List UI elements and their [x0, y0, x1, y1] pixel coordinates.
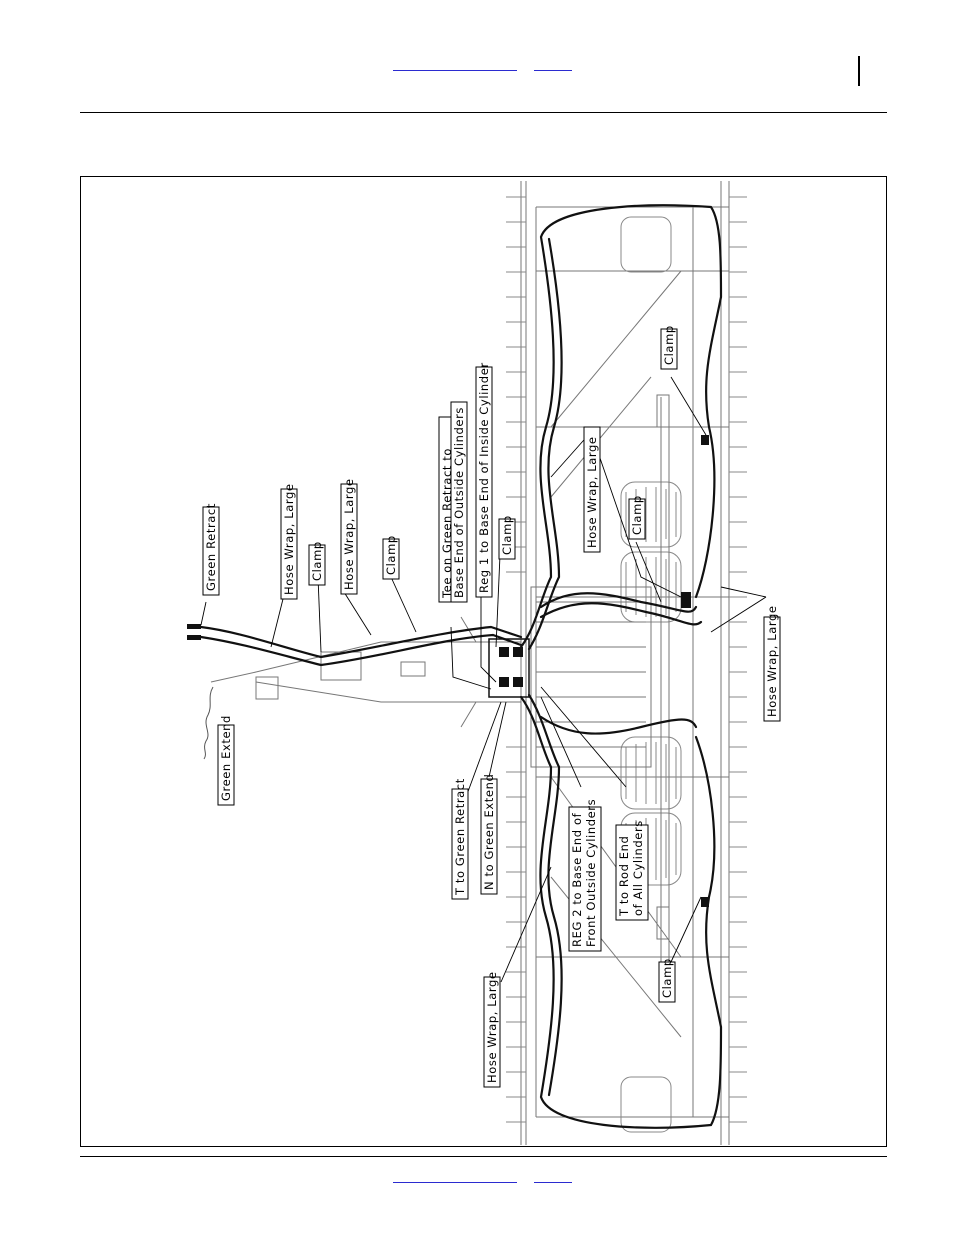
hydraulic-hose-routing-figure: Green Retract Green Extend Hose Wrap, La…: [80, 176, 887, 1147]
header-change-bar: [858, 56, 860, 86]
callout-box-clamp-1: [308, 544, 326, 586]
label-green-extend: Green Extend: [219, 715, 233, 801]
label-reg1: Reg 1 to Base End of Inside Cylinder: [477, 362, 491, 593]
label-tee-line-1: Tee on Green Retract to: [440, 448, 454, 599]
label-clamp-bottom: Clamp: [660, 958, 674, 998]
label-hose-wrap-large-right: Hose Wrap, Large: [765, 605, 779, 717]
label-t-rod-line-2: of All Cylinders: [631, 820, 645, 916]
label-reg2-line-1: REG 2 to Base End of: [570, 812, 584, 947]
label-hose-wrap-large-2: Hose Wrap, Large: [342, 478, 356, 590]
callout-box-hose-wrap-bottom: [483, 976, 501, 1088]
callout-box-hose-wrap-1: [280, 488, 298, 600]
label-hose-wrap-large-center: Hose Wrap, Large: [585, 436, 599, 548]
label-t-rod-line-1: T to Rod End: [617, 836, 631, 917]
callout-box-hose-wrap-2: [340, 483, 358, 595]
label-hose-wrap-large-bottom: Hose Wrap, Large: [485, 971, 499, 1083]
callout-box-clamp-2: [382, 538, 400, 580]
label-n-green-extend: N to Green Extend: [482, 774, 496, 890]
callout-box-n-green-extend: [480, 778, 498, 895]
callout-box-clamp-bottom: [658, 961, 676, 1003]
callout-box-clamp-right-top: [660, 328, 678, 370]
callout-box-clamp-right-mid: [628, 498, 646, 540]
callout-box-clamp-center: [498, 518, 516, 560]
label-green-retract: Green Retract: [204, 503, 218, 591]
label-clamp-right-top: Clamp: [662, 325, 676, 365]
label-reg2-line-2: Front Outside Cylinders: [584, 799, 598, 947]
callout-box-green-retract: [202, 506, 220, 596]
header-link-1[interactable]: [393, 58, 517, 71]
callout-box-green-extend: [217, 724, 235, 806]
callout-box-tee-line-2: [450, 401, 468, 603]
footer-rule: [80, 1156, 887, 1157]
footer-link-2[interactable]: [534, 1170, 572, 1183]
label-clamp-right-mid: Clamp: [630, 495, 644, 535]
label-clamp-center: Clamp: [500, 515, 514, 555]
callout-box-t-rod: [615, 824, 649, 921]
diagram-svg: Green Retract Green Extend Hose Wrap, La…: [187, 181, 781, 1145]
label-clamp-1: Clamp: [310, 541, 324, 581]
footer-link-1[interactable]: [393, 1170, 517, 1183]
callout-box-reg1: [475, 366, 493, 598]
label-hose-wrap-large-1: Hose Wrap, Large: [282, 483, 296, 595]
header-rule: [80, 112, 887, 113]
callout-box-t-green-retract: [451, 788, 469, 900]
callout-box-hose-wrap-right: [763, 616, 781, 722]
label-clamp-2: Clamp: [384, 535, 398, 575]
callout-box-reg2: [568, 806, 602, 952]
callout-box-hose-wrap-center: [583, 426, 601, 553]
label-t-green-retract: T to Green Retract: [453, 778, 467, 896]
label-tee-line-2: Base End of Outside Cylinders: [452, 407, 466, 598]
header-link-2[interactable]: [534, 58, 572, 71]
